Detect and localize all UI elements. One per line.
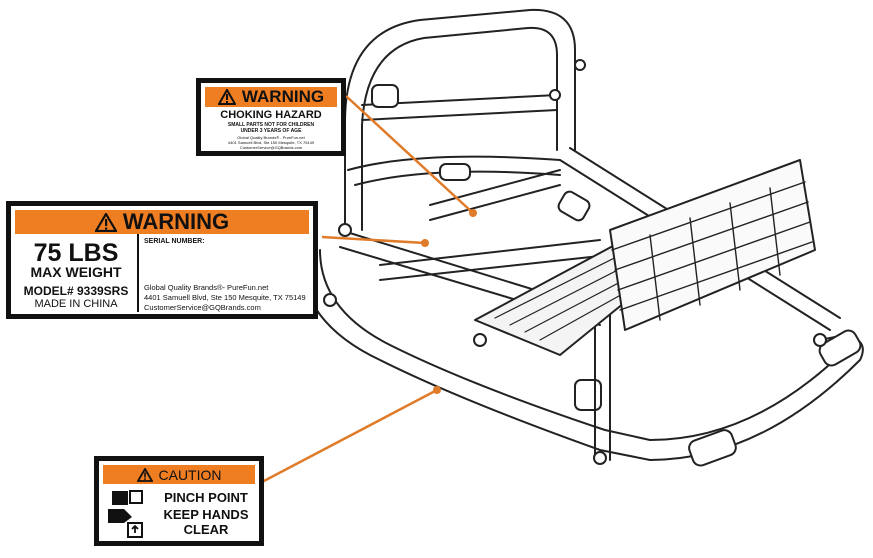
warning-header: WARNING <box>15 209 309 234</box>
footrest-grille <box>609 159 816 331</box>
warning-triangle-icon <box>94 212 117 232</box>
front-crossbar <box>379 239 601 281</box>
weight-address: 4401 Samuell Blvd, Ste 150 Mesquite, TX … <box>144 293 306 302</box>
choking-line2: UNDER 3 YEARS OF AGE <box>240 128 302 134</box>
choking-title: CHOKING HAZARD <box>220 109 322 121</box>
serial-number-label: SERIAL NUMBER: <box>144 238 205 245</box>
choking-address: 4401 Samuell Blvd, Ste 150 Mesquite, TX … <box>227 140 315 145</box>
keep-hands-text: KEEP HANDS <box>163 507 249 522</box>
warning-header-text: WARNING <box>122 209 230 234</box>
weight-brand: Global Quality Brands®- PureFun.net <box>144 283 269 292</box>
warning-header-text: WARNING <box>241 87 325 106</box>
choking-hazard-label: WARNING CHOKING HAZARD SMALL PARTS NOT F… <box>196 78 346 156</box>
weight-warning-label: WARNING 75 LBS MAX WEIGHT MODEL# 9339SRS… <box>6 201 318 319</box>
backrest-tube <box>344 8 576 231</box>
caution-pinch-label: CAUTION PINCH POINT KEEP HANDS CLEAR <box>94 456 264 546</box>
caution-header-text: CAUTION <box>158 466 222 483</box>
made-in: MADE IN CHINA <box>34 298 118 310</box>
choking-line1: SMALL PARTS NOT FOR CHILDREN <box>227 122 315 128</box>
weight-value: 75 LBS <box>33 239 119 267</box>
model-number: MODEL# 9339SRS <box>23 284 129 298</box>
leader-line-caution <box>261 388 438 484</box>
warning-triangle-icon <box>136 467 153 482</box>
clear-text: CLEAR <box>183 522 229 537</box>
choking-email: CustomerService@GQBrands.com <box>239 145 303 150</box>
warning-triangle-icon <box>217 89 236 105</box>
hand-pinch-icon <box>108 490 143 538</box>
warning-header: WARNING <box>205 87 337 107</box>
choking-brand: Global Quality Brands® - PureFun.net <box>237 135 305 140</box>
pinch-point-text: PINCH POINT <box>164 490 248 505</box>
caution-header: CAUTION <box>103 465 255 484</box>
weight-email: CustomerService@GQBrands.com <box>144 303 261 312</box>
leader-line-choking <box>345 95 474 214</box>
max-weight-text: MAX WEIGHT <box>30 264 122 280</box>
leader-line-weight <box>321 235 426 245</box>
